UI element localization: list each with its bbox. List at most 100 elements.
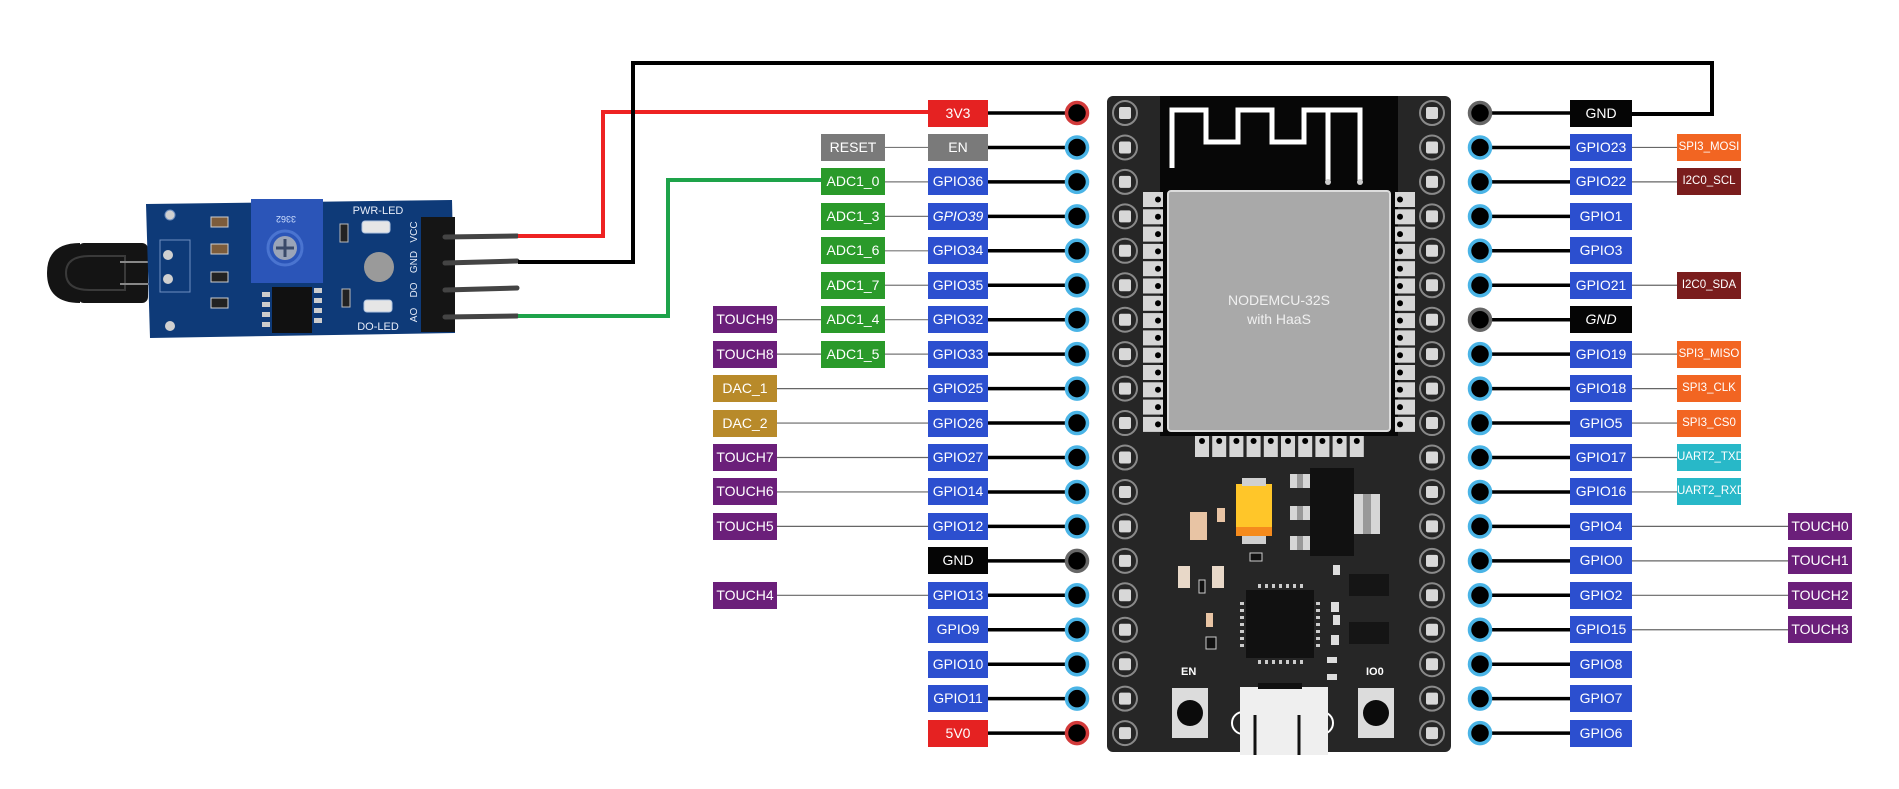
board-pad: [1112, 100, 1138, 126]
pin-label-gpio3: GPIO3: [1570, 237, 1632, 265]
pin-label-gnd: GND: [1570, 306, 1632, 334]
header-pin-gpio32[interactable]: [1064, 307, 1090, 332]
sensor-pins: [442, 233, 520, 320]
function-label-uart2_txd: UART2_TXD: [1677, 444, 1741, 471]
header-pin-gpio18[interactable]: [1467, 376, 1493, 401]
board-pad: [1419, 582, 1445, 609]
board-pad: [1112, 547, 1138, 574]
io0-button[interactable]: [1358, 688, 1394, 738]
header-pin-gpio3[interactable]: [1467, 238, 1493, 264]
board-pad: [1419, 651, 1445, 678]
pin-label-gpio4: GPIO4: [1570, 512, 1632, 540]
board-pad: [1112, 134, 1138, 161]
header-pin-gpio22[interactable]: [1467, 169, 1493, 195]
header-pin-gpio4[interactable]: [1467, 514, 1493, 539]
micro-usb-port[interactable]: [1231, 683, 1334, 755]
board-pad: [1112, 685, 1138, 712]
pin-label-gpio13: GPIO13: [928, 581, 988, 609]
pwr-led-icon: [361, 220, 391, 234]
board-pad: [1419, 203, 1445, 230]
function-label-reset: RESET: [821, 133, 885, 161]
header-pin-gpio27[interactable]: [1064, 445, 1090, 470]
header-pin-gpio34[interactable]: [1064, 238, 1090, 264]
header-pin-gpio21[interactable]: [1467, 273, 1493, 298]
header-pin-gpio13[interactable]: [1064, 583, 1090, 608]
do-led-icon: [363, 299, 393, 313]
function-label-touch9: TOUCH9: [713, 306, 777, 334]
header-pin-gpio14[interactable]: [1064, 479, 1090, 505]
pin-label-gpio27: GPIO27: [928, 444, 988, 471]
pin-label-do: DO: [409, 282, 420, 297]
header-pin-gpio9[interactable]: [1064, 617, 1090, 642]
pin-label-gpio18: GPIO18: [1570, 375, 1632, 403]
flame-sensor-module: 3362 PWR-LED DO-LED VCC GND DO AO: [47, 199, 520, 338]
wire-red-vcc[interactable]: [518, 110, 932, 238]
board-pad: [1419, 341, 1445, 368]
pin-label-gpio23: GPIO23: [1570, 133, 1632, 161]
header-pin-gpio36[interactable]: [1064, 169, 1090, 195]
en-button[interactable]: [1172, 688, 1208, 738]
header-pin-gpio1[interactable]: [1467, 204, 1493, 229]
board-pad: [1112, 272, 1138, 299]
pin-label-gpio2: GPIO2: [1570, 581, 1632, 609]
board-pad: [1419, 237, 1445, 264]
wire-black-gnd[interactable]: [518, 61, 1714, 264]
header-pin-gpio7[interactable]: [1467, 686, 1493, 711]
board-pad: [1419, 685, 1445, 712]
pin-label-gpio10: GPIO10: [928, 650, 988, 678]
board-pad: [1419, 720, 1445, 747]
header-pin-gpio39[interactable]: [1064, 204, 1090, 229]
pin-label-gpio36: GPIO36: [928, 168, 988, 196]
function-label-adc1_7: ADC1_7: [821, 271, 885, 299]
header-pin-gpio10[interactable]: [1064, 651, 1090, 677]
header-pin-gpio33[interactable]: [1064, 341, 1090, 367]
header-pin-gpio2[interactable]: [1467, 583, 1493, 608]
board-pad: [1112, 651, 1138, 678]
function-label-spi3_miso: SPI3_MISO: [1677, 340, 1741, 368]
header-pin-gpio26[interactable]: [1064, 410, 1090, 436]
header-pin-gpio0[interactable]: [1467, 548, 1493, 574]
pin-label-gpio11: GPIO11: [928, 685, 988, 713]
pin-label-gpio21: GPIO21: [1570, 271, 1632, 299]
pin-label-gpio25: GPIO25: [928, 375, 988, 403]
board-pad: [1112, 306, 1138, 333]
header-pin-gpio23[interactable]: [1467, 135, 1493, 160]
board-pad: [1112, 168, 1138, 195]
pin-label-gnd: GND: [928, 547, 988, 575]
board-pad: [1419, 444, 1445, 471]
pin-label-gpio6: GPIO6: [1570, 719, 1632, 747]
pin-label-gpio35: GPIO35: [928, 271, 988, 299]
header-pin-gpio5[interactable]: [1467, 410, 1493, 436]
board-pad: [1419, 410, 1445, 437]
header-pin-gpio25[interactable]: [1064, 376, 1090, 401]
pin-label-ao: AO: [409, 308, 420, 323]
pwr-led-label: PWR-LED: [353, 205, 404, 217]
function-label-dac_2: DAC_2: [713, 409, 777, 437]
header-pin-gpio15[interactable]: [1467, 617, 1493, 642]
pin-label-gpio5: GPIO5: [1570, 409, 1632, 437]
header-pin-gnd[interactable]: [1467, 307, 1493, 332]
header-pin-gnd[interactable]: [1467, 100, 1493, 126]
board-pad: [1112, 341, 1138, 368]
header-pin-gpio17[interactable]: [1467, 445, 1493, 470]
pin-label-3v3: 3V3: [928, 99, 988, 127]
header-pin-en[interactable]: [1064, 135, 1090, 160]
header-pin-5v0[interactable]: [1064, 720, 1090, 746]
header-pin-gpio8[interactable]: [1467, 651, 1493, 677]
board-pad: [1419, 306, 1445, 333]
header-pin-gpio6[interactable]: [1467, 720, 1493, 746]
header-pin-gpio19[interactable]: [1467, 341, 1493, 367]
header-pin-gnd[interactable]: [1064, 548, 1090, 574]
function-label-adc1_3: ADC1_3: [821, 202, 885, 230]
board-name: NODEMCU-32S with HaaS: [1168, 291, 1390, 329]
function-label-spi3_mosi: SPI3_MOSI: [1677, 133, 1741, 161]
header-pin-3v3[interactable]: [1064, 100, 1090, 126]
io0-button-label: IO0: [1366, 666, 1384, 678]
header-pin-gpio12[interactable]: [1064, 514, 1090, 539]
en-button-label: EN: [1181, 666, 1197, 678]
header-pin-gpio16[interactable]: [1467, 479, 1493, 505]
wire-green-ao[interactable]: [518, 178, 821, 318]
header-pin-gpio35[interactable]: [1064, 273, 1090, 298]
board-name-line2: with HaaS: [1247, 311, 1311, 327]
header-pin-gpio11[interactable]: [1064, 686, 1090, 711]
